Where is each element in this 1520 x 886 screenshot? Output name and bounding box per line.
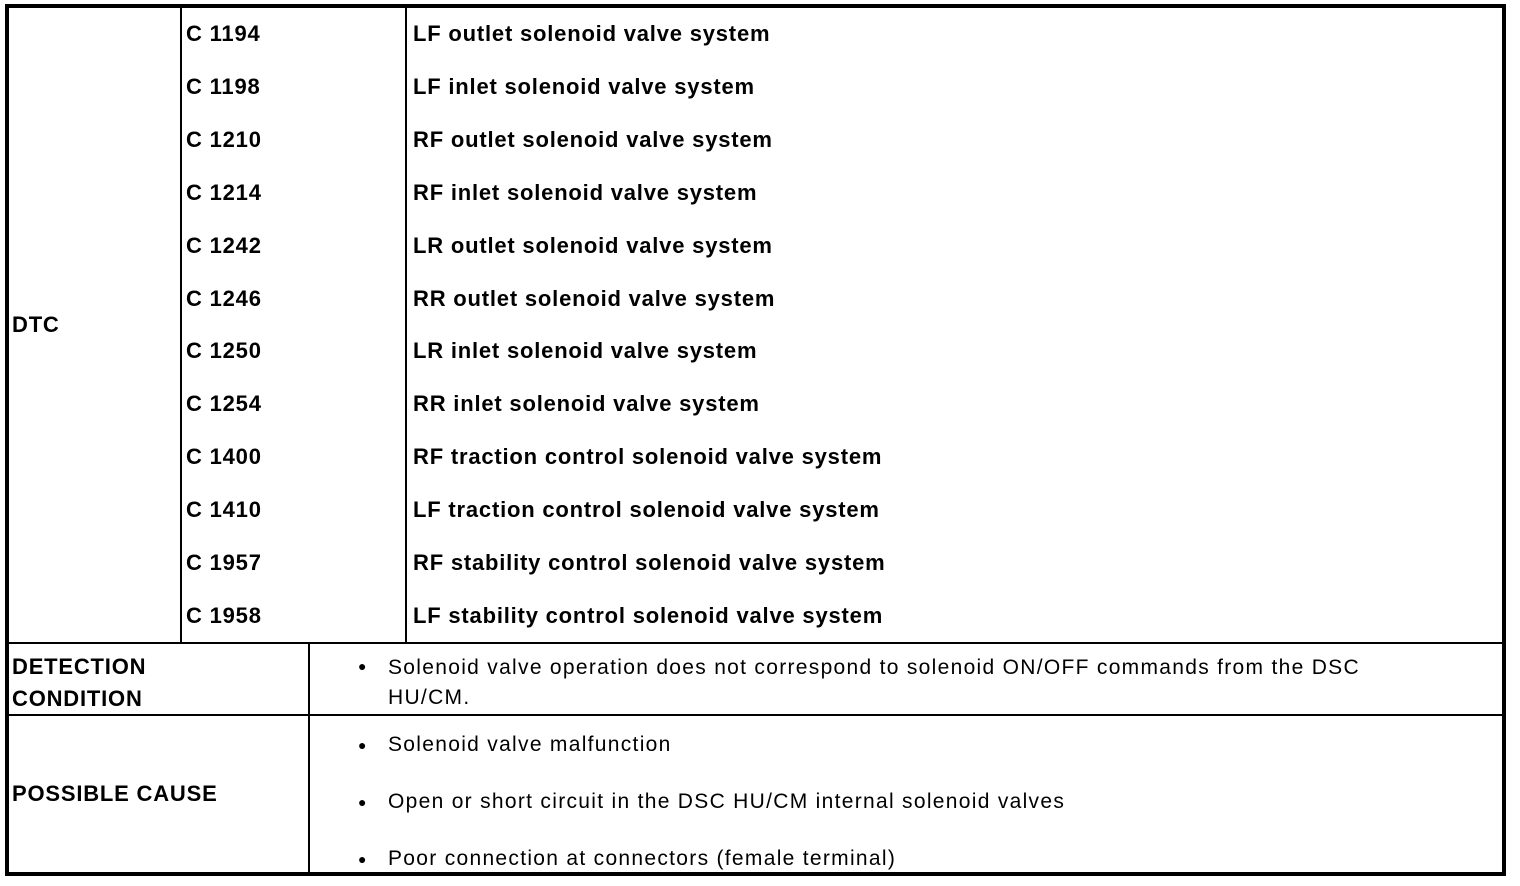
dtc-description-value: RR outlet solenoid valve system [413,285,776,311]
dtc-code-value: C 1246 [186,285,262,311]
dtc-code-value: C 1254 [186,391,262,417]
dtc-description-value: LF traction control solenoid valve syste… [413,496,880,522]
dtc-description-value: RF inlet solenoid valve system [413,179,758,205]
dtc-code-value: C 1214 [186,179,262,205]
dtc-description: RF traction control solenoid valve syste… [413,431,1502,484]
dtc-code-value: C 1198 [186,74,261,100]
dtc-code: C 1410 [186,483,405,536]
detection-label-line2: CONDITION [12,686,143,711]
bullet-icon: ● [358,851,367,867]
dtc-description: LF outlet solenoid valve system [413,8,1502,61]
detection-condition-item: ● Solenoid valve operation does not corr… [358,653,1502,713]
dtc-description-value: RF traction control solenoid valve syste… [413,444,883,470]
detection-label-line1: DETECTION [12,654,147,679]
dtc-description: LF inlet solenoid valve system [413,61,1502,114]
possible-cause-item: ● Poor connection at connectors (female … [358,846,1502,872]
detection-condition-text: Solenoid valve operation does not corres… [388,656,1360,709]
dtc-code: C 1210 [186,114,405,167]
dtc-description: RF outlet solenoid valve system [413,114,1502,167]
dtc-description-value: RF outlet solenoid valve system [413,127,773,153]
dtc-description: RF stability control solenoid valve syst… [413,536,1502,589]
dtc-row-label: DTC [12,312,60,337]
dtc-description: LF stability control solenoid valve syst… [413,589,1502,642]
dtc-description-value: LF outlet solenoid valve system [413,21,771,47]
dtc-code: C 1254 [186,378,405,431]
dtc-description-column: LF outlet solenoid valve system LF inlet… [407,8,1502,642]
dtc-code: C 1246 [186,272,405,325]
dtc-code-value: C 1400 [186,444,262,470]
possible-cause-label: POSSIBLE CAUSE [12,781,218,806]
detection-condition-content-cell: ● Solenoid valve operation does not corr… [310,644,1502,714]
dtc-code: C 1250 [186,325,405,378]
dtc-code-value: C 1210 [186,127,262,153]
dtc-description: LF traction control solenoid valve syste… [413,483,1502,536]
dtc-description: RR inlet solenoid valve system [413,378,1502,431]
dtc-code: C 1198 [186,61,405,114]
bullet-icon: ● [358,658,367,674]
dtc-description-value: LF stability control solenoid valve syst… [413,602,884,628]
possible-cause-row: POSSIBLE CAUSE ● Solenoid valve malfunct… [9,716,1502,872]
dtc-diagnostic-table: DTC C 1194 C 1198 C 1210 C 1214 [5,4,1506,876]
dtc-code: C 1958 [186,589,405,642]
bullet-icon: ● [358,737,367,753]
possible-cause-header-cell: POSSIBLE CAUSE [9,716,310,872]
dtc-code-value: C 1410 [186,496,262,522]
possible-cause-item: ● Open or short circuit in the DSC HU/CM… [358,789,1502,815]
dtc-description: RF inlet solenoid valve system [413,166,1502,219]
detection-condition-header-cell: DETECTION CONDITION [9,644,310,714]
dtc-description-value: LF inlet solenoid valve system [413,74,755,100]
dtc-row: DTC C 1194 C 1198 C 1210 C 1214 [9,8,1502,644]
dtc-code-value: C 1958 [186,602,262,628]
dtc-code-value: C 1194 [186,21,261,47]
dtc-code: C 1214 [186,166,405,219]
dtc-code-value: C 1250 [186,338,262,364]
dtc-description-value: RR inlet solenoid valve system [413,391,760,417]
dtc-code: C 1957 [186,536,405,589]
possible-cause-text: Open or short circuit in the DSC HU/CM i… [388,790,1066,813]
dtc-description: LR outlet solenoid valve system [413,219,1502,272]
dtc-header-cell: DTC [9,8,182,642]
dtc-code-value: C 1242 [186,232,262,258]
dtc-code-value: C 1957 [186,549,262,575]
dtc-description-value: LR inlet solenoid valve system [413,338,758,364]
possible-cause-text: Solenoid valve malfunction [388,733,672,756]
possible-cause-item: ● Solenoid valve malfunction [358,732,1502,758]
dtc-code: C 1242 [186,219,405,272]
dtc-description-value: LR outlet solenoid valve system [413,232,773,258]
dtc-description: LR inlet solenoid valve system [413,325,1502,378]
bullet-icon: ● [358,794,367,810]
dtc-code-column: C 1194 C 1198 C 1210 C 1214 C 1242 [182,8,407,642]
possible-cause-content-cell: ● Solenoid valve malfunction ● Open or s… [310,716,1502,872]
possible-cause-text: Poor connection at connectors (female te… [388,847,897,870]
dtc-code: C 1400 [186,431,405,484]
dtc-description-value: RF stability control solenoid valve syst… [413,549,886,575]
dtc-code: C 1194 [186,8,405,61]
detection-condition-row: DETECTION CONDITION ● Solenoid valve ope… [9,644,1502,716]
dtc-description: RR outlet solenoid valve system [413,272,1502,325]
